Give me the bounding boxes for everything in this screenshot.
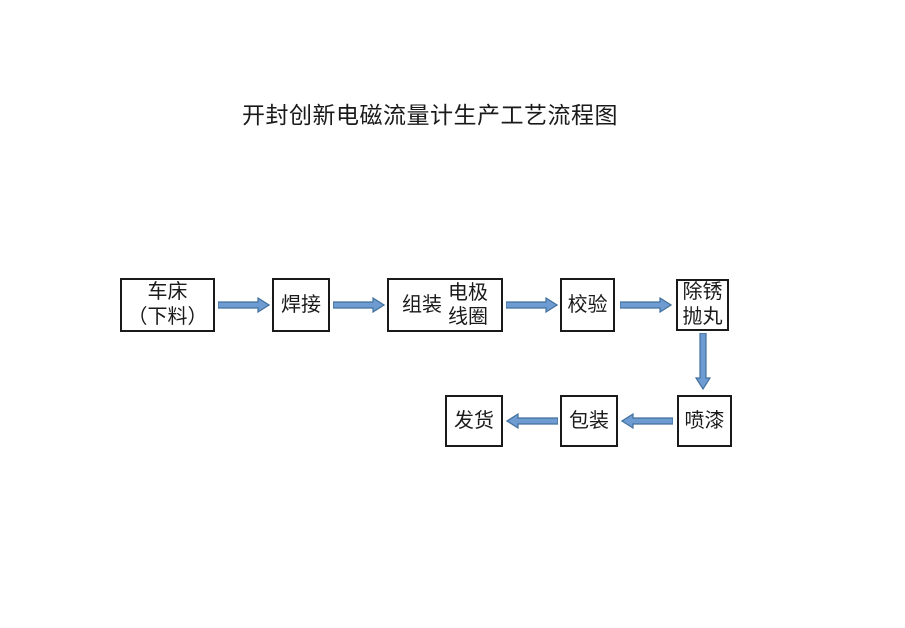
box-label: 车床 xyxy=(147,281,188,303)
box-label: 组装 xyxy=(402,293,442,316)
flow-arrow-left-icon xyxy=(506,413,558,429)
arrow-shape xyxy=(695,333,711,390)
flow-arrow-left-icon xyxy=(621,413,673,429)
box-sublabel-group: 电极 线圈 xyxy=(448,281,488,329)
box-label: 校验 xyxy=(567,293,608,316)
diagram-title: 开封创新电磁流量计生产工艺流程图 xyxy=(242,103,618,128)
flow-box-ship: 发货 xyxy=(445,395,503,447)
box-label: 电极 xyxy=(448,282,488,304)
flow-box-derust: 除锈 抛丸 xyxy=(676,279,729,331)
flow-box-paint: 喷漆 xyxy=(677,395,732,447)
box-label: 除锈 xyxy=(682,281,723,303)
box-label: 发货 xyxy=(454,409,494,432)
box-label: 喷漆 xyxy=(684,409,725,432)
arrow-shape xyxy=(620,297,672,313)
arrow-shape xyxy=(218,297,270,313)
arrow-shape xyxy=(506,297,558,313)
flow-arrow-right-icon xyxy=(506,297,558,313)
flow-arrow-right-icon xyxy=(333,297,385,313)
flow-arrow-right-icon xyxy=(620,297,672,313)
flow-box-pack: 包装 xyxy=(560,395,618,447)
flow-box-weld: 焊接 xyxy=(272,278,330,332)
box-label: 焊接 xyxy=(281,293,321,316)
flow-box-lathe: 车床 （下料） xyxy=(120,278,215,332)
flow-arrow-down-icon xyxy=(695,333,711,390)
flow-box-verify: 校验 xyxy=(560,278,615,332)
arrow-shape xyxy=(621,413,673,429)
box-label: 线圈 xyxy=(448,306,488,328)
box-label: （下料） xyxy=(127,306,208,328)
arrow-shape xyxy=(333,297,385,313)
flow-arrow-right-icon xyxy=(218,297,270,313)
flow-box-assemble: 组装 电极 线圈 xyxy=(387,278,503,332)
arrow-shape xyxy=(506,413,558,429)
box-label: 包装 xyxy=(569,409,609,432)
box-label: 抛丸 xyxy=(682,306,723,328)
